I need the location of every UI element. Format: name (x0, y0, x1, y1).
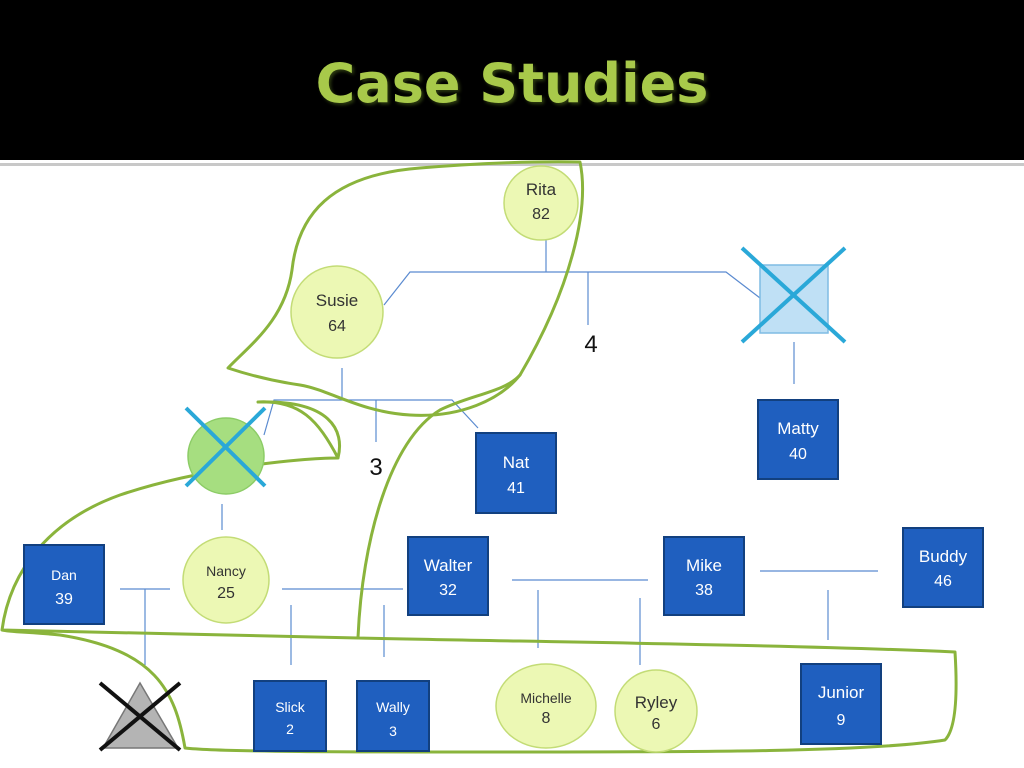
person-name: Nat (503, 453, 530, 472)
person-nat: Nat 41 (475, 432, 557, 514)
person-dan: Dan 39 (23, 544, 105, 625)
person-michelle: Michelle 8 (495, 663, 597, 749)
cross-icon (184, 406, 267, 488)
person-age: 64 (328, 318, 346, 335)
person-name: Slick (275, 699, 306, 715)
person-nancy: Nancy 25 (182, 536, 270, 624)
person-name: Rita (526, 180, 557, 199)
person-age: 39 (55, 591, 73, 608)
deceased-susie-partner (184, 406, 267, 495)
cross-icon (98, 681, 182, 752)
lower-outline (0, 373, 958, 754)
deceased-rita-partner (740, 246, 847, 344)
person-buddy: Buddy 46 (902, 527, 984, 608)
person-ryley: Ryley 6 (614, 669, 698, 753)
susie-children-count: 3 (369, 454, 382, 481)
person-age: 41 (507, 480, 525, 497)
relationship-lines (120, 240, 878, 665)
person-age: 82 (532, 206, 550, 223)
person-name: Matty (777, 419, 819, 438)
person-name: Buddy (919, 547, 968, 566)
person-age: 38 (695, 582, 713, 599)
upper-outline (226, 160, 584, 417)
person-wally: Wally 3 (356, 680, 430, 752)
person-age: 3 (389, 723, 397, 739)
rita-children-count: 4 (584, 331, 597, 358)
slide-title: Case Studies (315, 52, 709, 115)
person-age: 46 (934, 573, 952, 590)
rita-marriage-line (383, 271, 761, 306)
person-name: Walter (424, 556, 473, 575)
household-outline (0, 160, 958, 754)
person-age: 40 (789, 446, 807, 463)
susie-marriage-line (263, 399, 479, 436)
person-matty: Matty 40 (757, 399, 839, 480)
header-divider (0, 163, 1024, 166)
person-slick: Slick 2 (253, 680, 327, 752)
person-age: 8 (542, 710, 551, 727)
person-name: Nancy (206, 563, 246, 579)
person-name: Mike (686, 556, 722, 575)
person-age: 25 (217, 585, 235, 602)
person-name: Wally (376, 699, 410, 715)
person-name: Junior (818, 683, 865, 702)
deceased-dan-child (98, 681, 182, 752)
person-name: Susie (316, 291, 359, 310)
person-name: Dan (51, 567, 77, 583)
slide-header: Case Studies (0, 0, 1024, 160)
person-age: 2 (286, 721, 294, 737)
cross-icon (740, 246, 847, 344)
person-rita: Rita 82 (503, 165, 579, 241)
person-age: 9 (837, 712, 846, 729)
person-susie: Susie 64 (290, 265, 384, 359)
person-age: 32 (439, 582, 457, 599)
person-name: Ryley (635, 693, 678, 712)
deceased-circle (187, 417, 265, 495)
person-mike: Mike 38 (663, 536, 745, 616)
person-age: 6 (652, 716, 661, 733)
person-walter: Walter 32 (407, 536, 489, 616)
person-junior: Junior 9 (800, 663, 882, 745)
person-name: Michelle (520, 690, 572, 706)
